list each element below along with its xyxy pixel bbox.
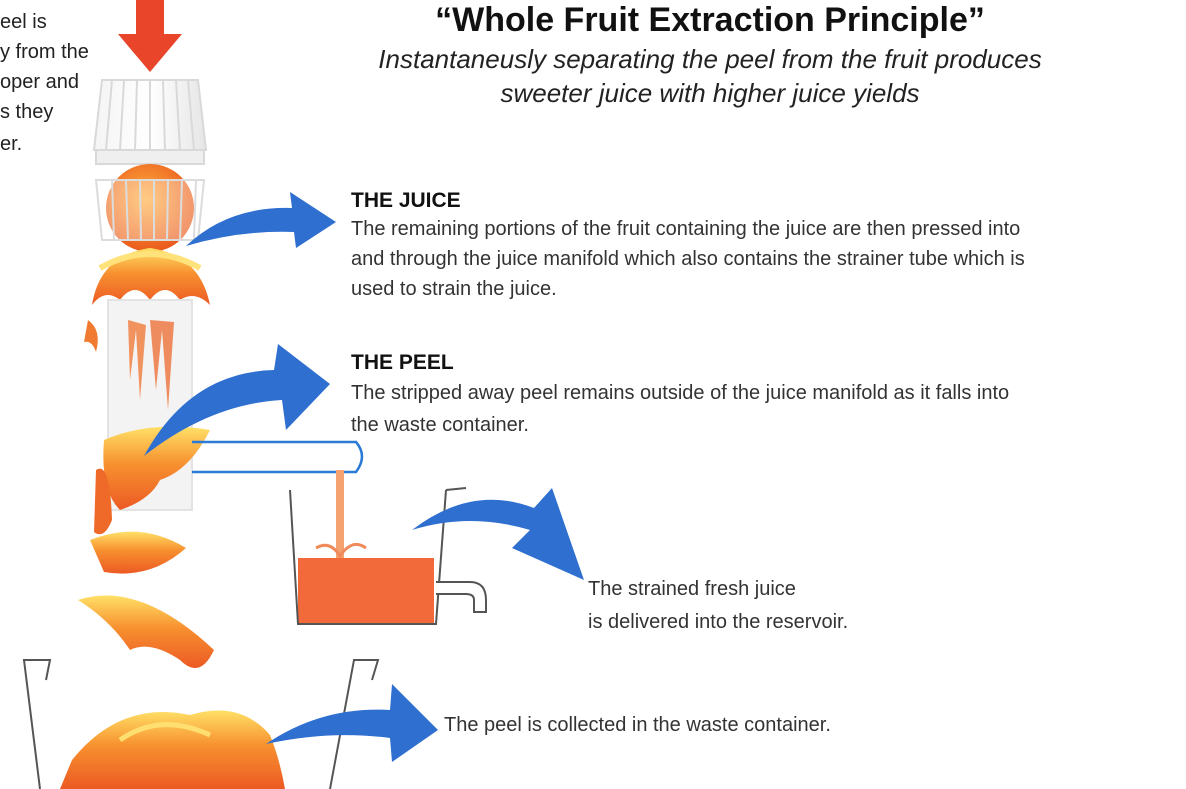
subtitle: Instantaneusly separating the peel from … bbox=[320, 42, 1100, 110]
left-caption-line: er. bbox=[0, 133, 23, 155]
juice-section: THE JUICE The remaining portions of the … bbox=[351, 188, 1181, 304]
peel-section: THE PEEL The stripped away peel remains … bbox=[351, 350, 1181, 440]
page-title: “Whole Fruit Extraction Principle” bbox=[435, 1, 985, 39]
arrow-to-peel-icon bbox=[144, 344, 330, 456]
juice-line: used to strain the juice. bbox=[351, 278, 557, 300]
arrow-to-reservoir-icon bbox=[412, 488, 584, 580]
waste-caption: The peel is collected in the waste conta… bbox=[444, 714, 831, 736]
left-caption-line: eel is bbox=[0, 11, 47, 33]
subtitle-line: Instantaneusly separating the peel from … bbox=[378, 44, 1042, 74]
left-caption-line: s they bbox=[0, 101, 54, 123]
subtitle-line: sweeter juice with higher juice yields bbox=[500, 78, 920, 108]
left-caption-line: oper and bbox=[0, 71, 79, 93]
down-arrow-icon bbox=[118, 0, 182, 72]
juice-heading: THE JUICE bbox=[351, 189, 461, 212]
peel-line: The stripped away peel remains outside o… bbox=[351, 382, 1010, 404]
reservoir-line: The strained fresh juice bbox=[588, 578, 796, 600]
strainer-outlet bbox=[192, 440, 364, 474]
peel-heading: THE PEEL bbox=[351, 351, 454, 374]
lower-cup bbox=[94, 179, 206, 241]
falling-peel-pieces bbox=[60, 426, 285, 789]
upper-cup bbox=[92, 79, 208, 165]
left-caption-line: y from the bbox=[0, 41, 89, 63]
arrow-to-waste-icon bbox=[266, 684, 438, 762]
juice-line: and through the juice manifold which als… bbox=[351, 248, 1025, 270]
reservoir-caption: The strained fresh juice is delivered in… bbox=[588, 573, 1008, 639]
peel-split bbox=[92, 248, 210, 305]
arrow-to-juice-icon bbox=[186, 192, 336, 248]
peel-line: the waste container. bbox=[351, 414, 529, 436]
juice-reservoir bbox=[289, 470, 487, 625]
reservoir-line: is delivered into the reservoir. bbox=[588, 611, 849, 633]
juice-line: The remaining portions of the fruit cont… bbox=[351, 218, 1021, 240]
